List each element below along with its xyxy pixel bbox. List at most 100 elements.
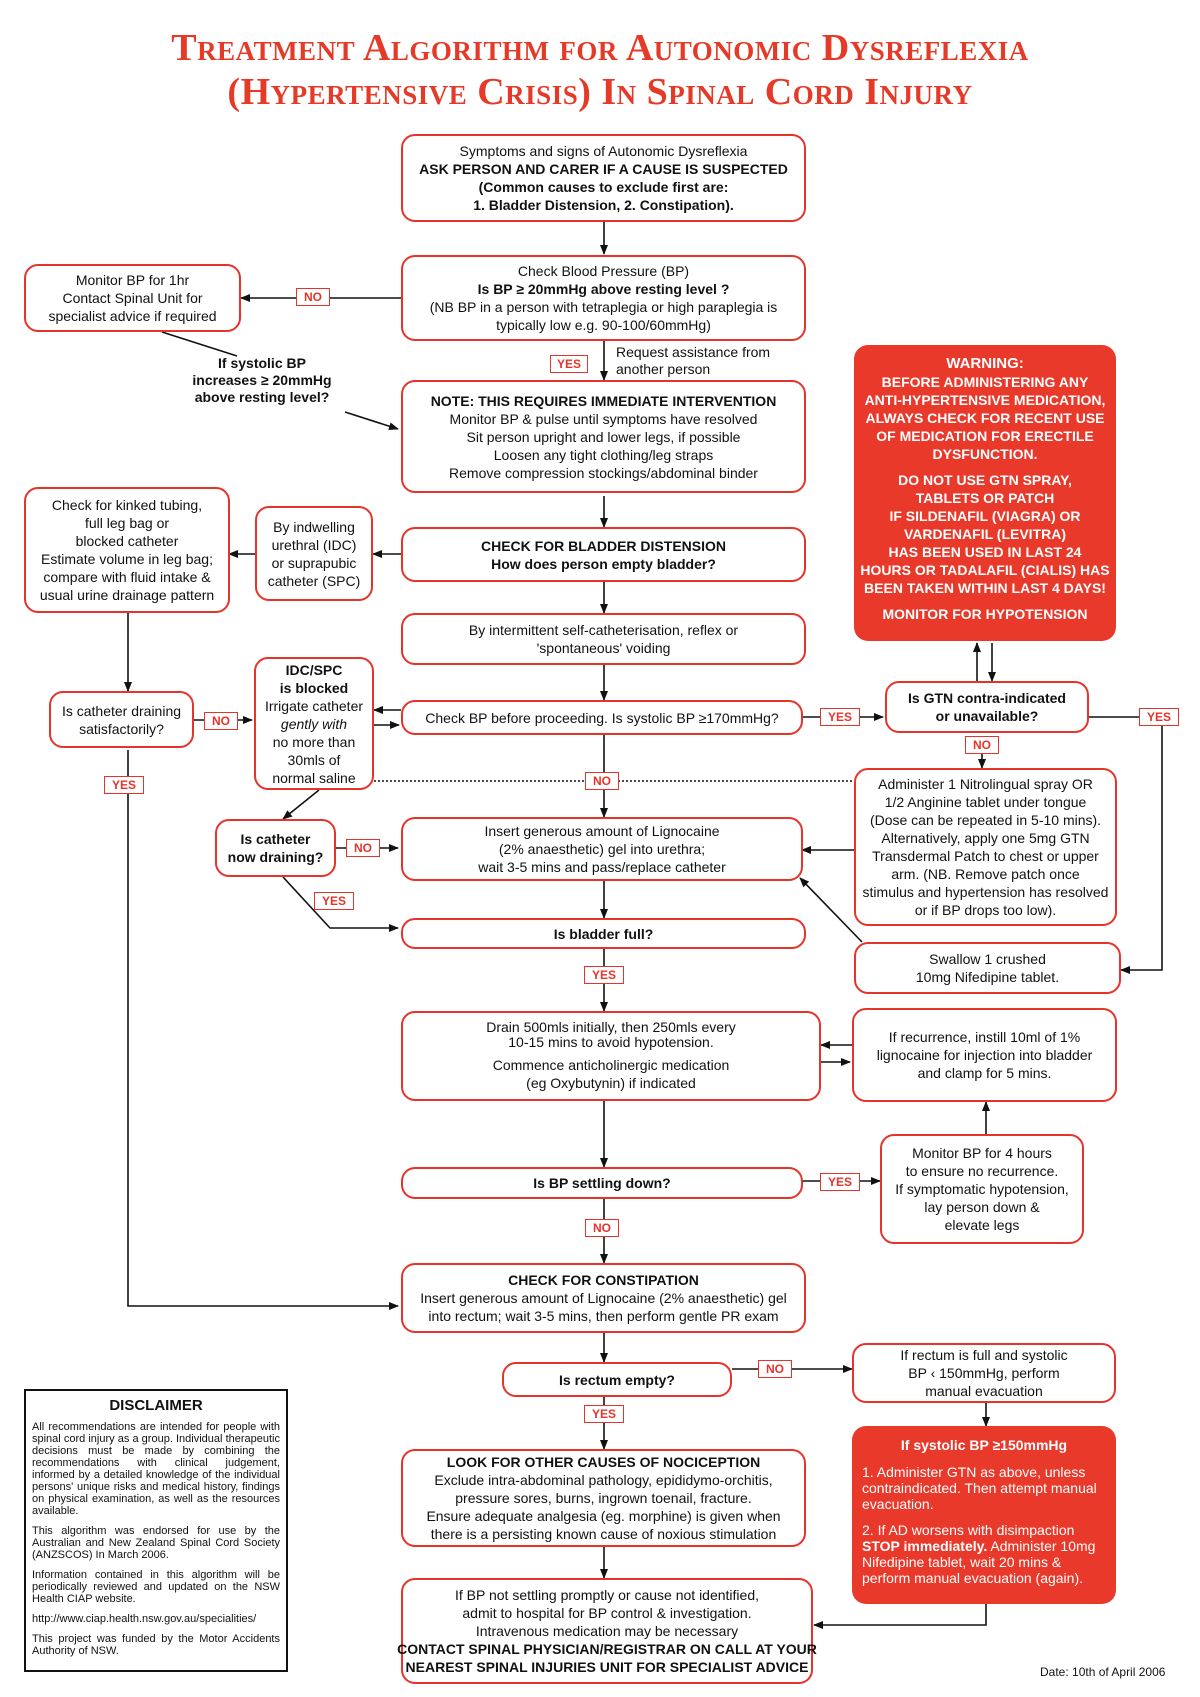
warning-line-13: BEEN TAKEN WITHIN LAST 4 DAYS! <box>864 580 1106 596</box>
drain-line-3: Commence anticholinergic medication <box>492 1057 730 1073</box>
nitro-line-8: or if BP drops too low). <box>914 902 1057 918</box>
lig-ure-line-2: (2% anaesthetic) gel into urethra; <box>498 841 706 857</box>
request-assist-line-1: Request assistance from <box>616 344 771 360</box>
no-label-gtn: NO <box>965 736 999 754</box>
check-bp-line-4: typically low e.g. 90-100/60mmHg) <box>496 317 711 333</box>
constipation-line-1: CHECK FOR CONSTIPATION <box>508 1272 699 1288</box>
drain-line-1: Drain 500mls initially, then 250mls ever… <box>486 1019 736 1035</box>
systolic-150-step-2-rest: Administer 10mg Nifedipine tablet, wait … <box>862 1538 1096 1586</box>
warning-line-7: DO NOT USE GTN SPRAY, <box>898 472 1072 488</box>
settling-line: Is BP settling down? <box>533 1175 671 1191</box>
note-line-5: Remove compression stockings/abdominal b… <box>449 464 758 481</box>
nociception-line-3: pressure sores, burns, ingrown toenail, … <box>455 1490 752 1506</box>
systolic-q-line-2: increases ≥ 20mmHg <box>192 372 332 388</box>
bladder-full-line: Is bladder full? <box>553 925 654 942</box>
nitro-line-6: arm. (NB. Remove patch once <box>891 866 1080 882</box>
disclaimer-paragraph-2: This algorithm was endorsed for use by t… <box>32 1525 280 1561</box>
date-stamp: Date: 10th of April 2006 <box>1040 1665 1166 1679</box>
disclaimer-heading: DISCLAIMER <box>109 1397 203 1414</box>
idc-blocked-line-2: is blocked <box>279 679 349 696</box>
indwelling-line-3: or suprapubic <box>271 554 357 571</box>
kinked-line-5: compare with fluid intake & <box>43 569 211 585</box>
no-label-settling: NO <box>585 1219 619 1237</box>
symptoms-line-3: (Common causes to exclude first are: <box>478 179 729 195</box>
cath-draining-line-2: satisfactorily? <box>79 720 164 737</box>
yes-label-bladder-full: YES <box>584 966 624 984</box>
rectum-empty-box: Is rectum empty? <box>502 1362 732 1397</box>
note-line-4: Loosen any tight clothing/leg straps <box>493 446 714 463</box>
nitrolingual-box: Administer 1 Nitrolingual spray OR 1/2 A… <box>854 768 1117 926</box>
nifedipine-line-1: Swallow 1 crushed <box>929 951 1046 967</box>
no-label-check-bp: NO <box>296 288 330 306</box>
lig-ure-line-3: wait 3-5 mins and pass/replace catheter <box>478 859 726 875</box>
idc-blocked-line-3: Irrigate catheter <box>264 697 364 714</box>
indwelling-line-4: catheter (SPC) <box>267 572 361 589</box>
warning-line-3: ANTI-HYPERTENSIVE MEDICATION, <box>864 392 1106 408</box>
kinked-line-2: full leg bag or <box>84 515 170 531</box>
page-title-line-2: (Hypertensive Crisis) In Spinal Cord Inj… <box>227 71 973 113</box>
bp-settling-box: Is BP settling down? <box>401 1167 803 1199</box>
kinked-line-4: Estimate volume in leg bag; <box>41 551 213 567</box>
yes-label-settling: YES <box>820 1173 860 1191</box>
disclaimer-url[interactable]: http://www.ciap.health.nsw.gov.au/specia… <box>32 1613 257 1625</box>
check-bp-line-2: Is BP ≥ 20mmHg above resting level ? <box>477 281 730 297</box>
nitro-line-2: 1/2 Anginine tablet under tongue <box>884 794 1087 810</box>
constipation-line-3: into rectum; wait 3-5 mins, then perform… <box>428 1308 779 1324</box>
gtn-q-line-1: Is GTN contra-indicated <box>908 690 1066 706</box>
warning-line-6: DYSFUNCTION. <box>932 446 1038 462</box>
constipation-box: CHECK FOR CONSTIPATION Insert generous a… <box>401 1263 806 1333</box>
systolic-q-line-3: above resting level? <box>194 389 330 405</box>
yes-label-rectum: YES <box>584 1405 624 1423</box>
kinked-tubing-box: Check for kinked tubing, full leg bag or… <box>24 487 230 613</box>
catheter-draining-box: Is catheter draining satisfactorily? <box>49 691 194 748</box>
systolic-150-step-2: 2. If AD worsens with disimpaction STOP … <box>862 1522 1106 1586</box>
symptoms-line-2: ASK PERSON AND CARER IF A CAUSE IS SUSPE… <box>419 161 788 177</box>
request-assist-line-2: another person <box>616 361 711 377</box>
rectum-q-line: Is rectum empty? <box>559 1371 675 1388</box>
final-line-5: NEAREST SPINAL INJURIES UNIT FOR SPECIAL… <box>405 1659 809 1675</box>
idc-blocked-line-6: 30mls of <box>287 751 341 768</box>
monitor-4hr-line-2: to ensure no recurrence. <box>905 1163 1059 1179</box>
kinked-line-6: usual urine drainage pattern <box>39 587 215 603</box>
indwelling-catheter-box: By indwelling urethral (IDC) or suprapub… <box>255 506 373 601</box>
final-advice-box: If BP not settling promptly or cause not… <box>397 1578 817 1684</box>
warning-line-2: BEFORE ADMINISTERING ANY <box>881 374 1089 390</box>
monitor-4hr-line-5: elevate legs <box>944 1217 1020 1233</box>
systolic-150-heading: If systolic BP ≥150mmHg <box>900 1437 1068 1453</box>
recurrence-line-3: and clamp for 5 mins. <box>917 1065 1052 1081</box>
warning-line-12: HOURS OR TADALAFIL (CIALIS) HAS <box>860 562 1110 578</box>
bladder-dist-line-2: How does person empty bladder? <box>491 555 716 572</box>
drain-box: Drain 500mls initially, then 250mls ever… <box>401 1011 821 1101</box>
idc-blocked-box: IDC/SPC is blocked Irrigate catheter gen… <box>254 657 374 790</box>
warning-line-5: OF MEDICATION FOR ERECTILE <box>876 428 1094 444</box>
gtn-q-line-2: or unavailable? <box>935 708 1039 724</box>
monitor-4hr-line-3: If symptomatic hypotension, <box>895 1181 1069 1197</box>
cath-draining-line-1: Is catheter draining <box>61 702 182 719</box>
rectum-full-box: If rectum is full and systolic BP ‹ 150m… <box>852 1343 1116 1403</box>
bladder-full-box: Is bladder full? <box>401 918 806 949</box>
monitor-1hr-box: Monitor BP for 1hr Contact Spinal Unit f… <box>24 264 241 332</box>
note-line-1: NOTE: THIS REQUIRES IMMEDIATE INTERVENTI… <box>430 392 777 409</box>
final-line-1: If BP not settling promptly or cause not… <box>454 1587 760 1603</box>
cath-now-line-1: Is catheter <box>240 831 311 847</box>
yes-label-catheter-draining: YES <box>104 776 144 794</box>
systolic-150-step-2-lead: 2. If AD worsens with disimpaction <box>862 1522 1075 1538</box>
warning-line-10: VARDENAFIL (LEVITRA) <box>903 526 1067 542</box>
nitro-line-4: Alternatively, apply one 5mg GTN <box>881 830 1090 846</box>
idc-blocked-line-1: IDC/SPC <box>285 661 343 678</box>
kinked-line-3: blocked catheter <box>75 533 179 549</box>
warning-line-14: MONITOR FOR HYPOTENSION <box>882 606 1088 622</box>
warning-line-1: WARNING: <box>946 355 1024 372</box>
check-bp-box: Check Blood Pressure (BP) Is BP ≥ 20mmHg… <box>401 255 806 341</box>
monitor-1hr-line-3: specialist advice if required <box>48 308 217 324</box>
warning-line-9: IF SILDENAFIL (VIAGRA) OR <box>889 508 1081 524</box>
cath-now-line-2: now draining? <box>227 849 324 865</box>
disclaimer-box: DISCLAIMER All recommendations are inten… <box>24 1389 288 1672</box>
rectum-full-line-1: If rectum is full and systolic <box>900 1347 1068 1363</box>
systolic-increase-question: If systolic BP increases ≥ 20mmHg above … <box>182 355 342 406</box>
final-line-3: Intravenous medication may be necessary <box>475 1623 739 1639</box>
symptoms-line-1: Symptoms and signs of Autonomic Dysrefle… <box>459 143 748 159</box>
disclaimer-paragraph-3: Information contained in this algorithm … <box>32 1569 280 1605</box>
final-line-2: admit to hospital for BP control & inves… <box>462 1605 752 1621</box>
